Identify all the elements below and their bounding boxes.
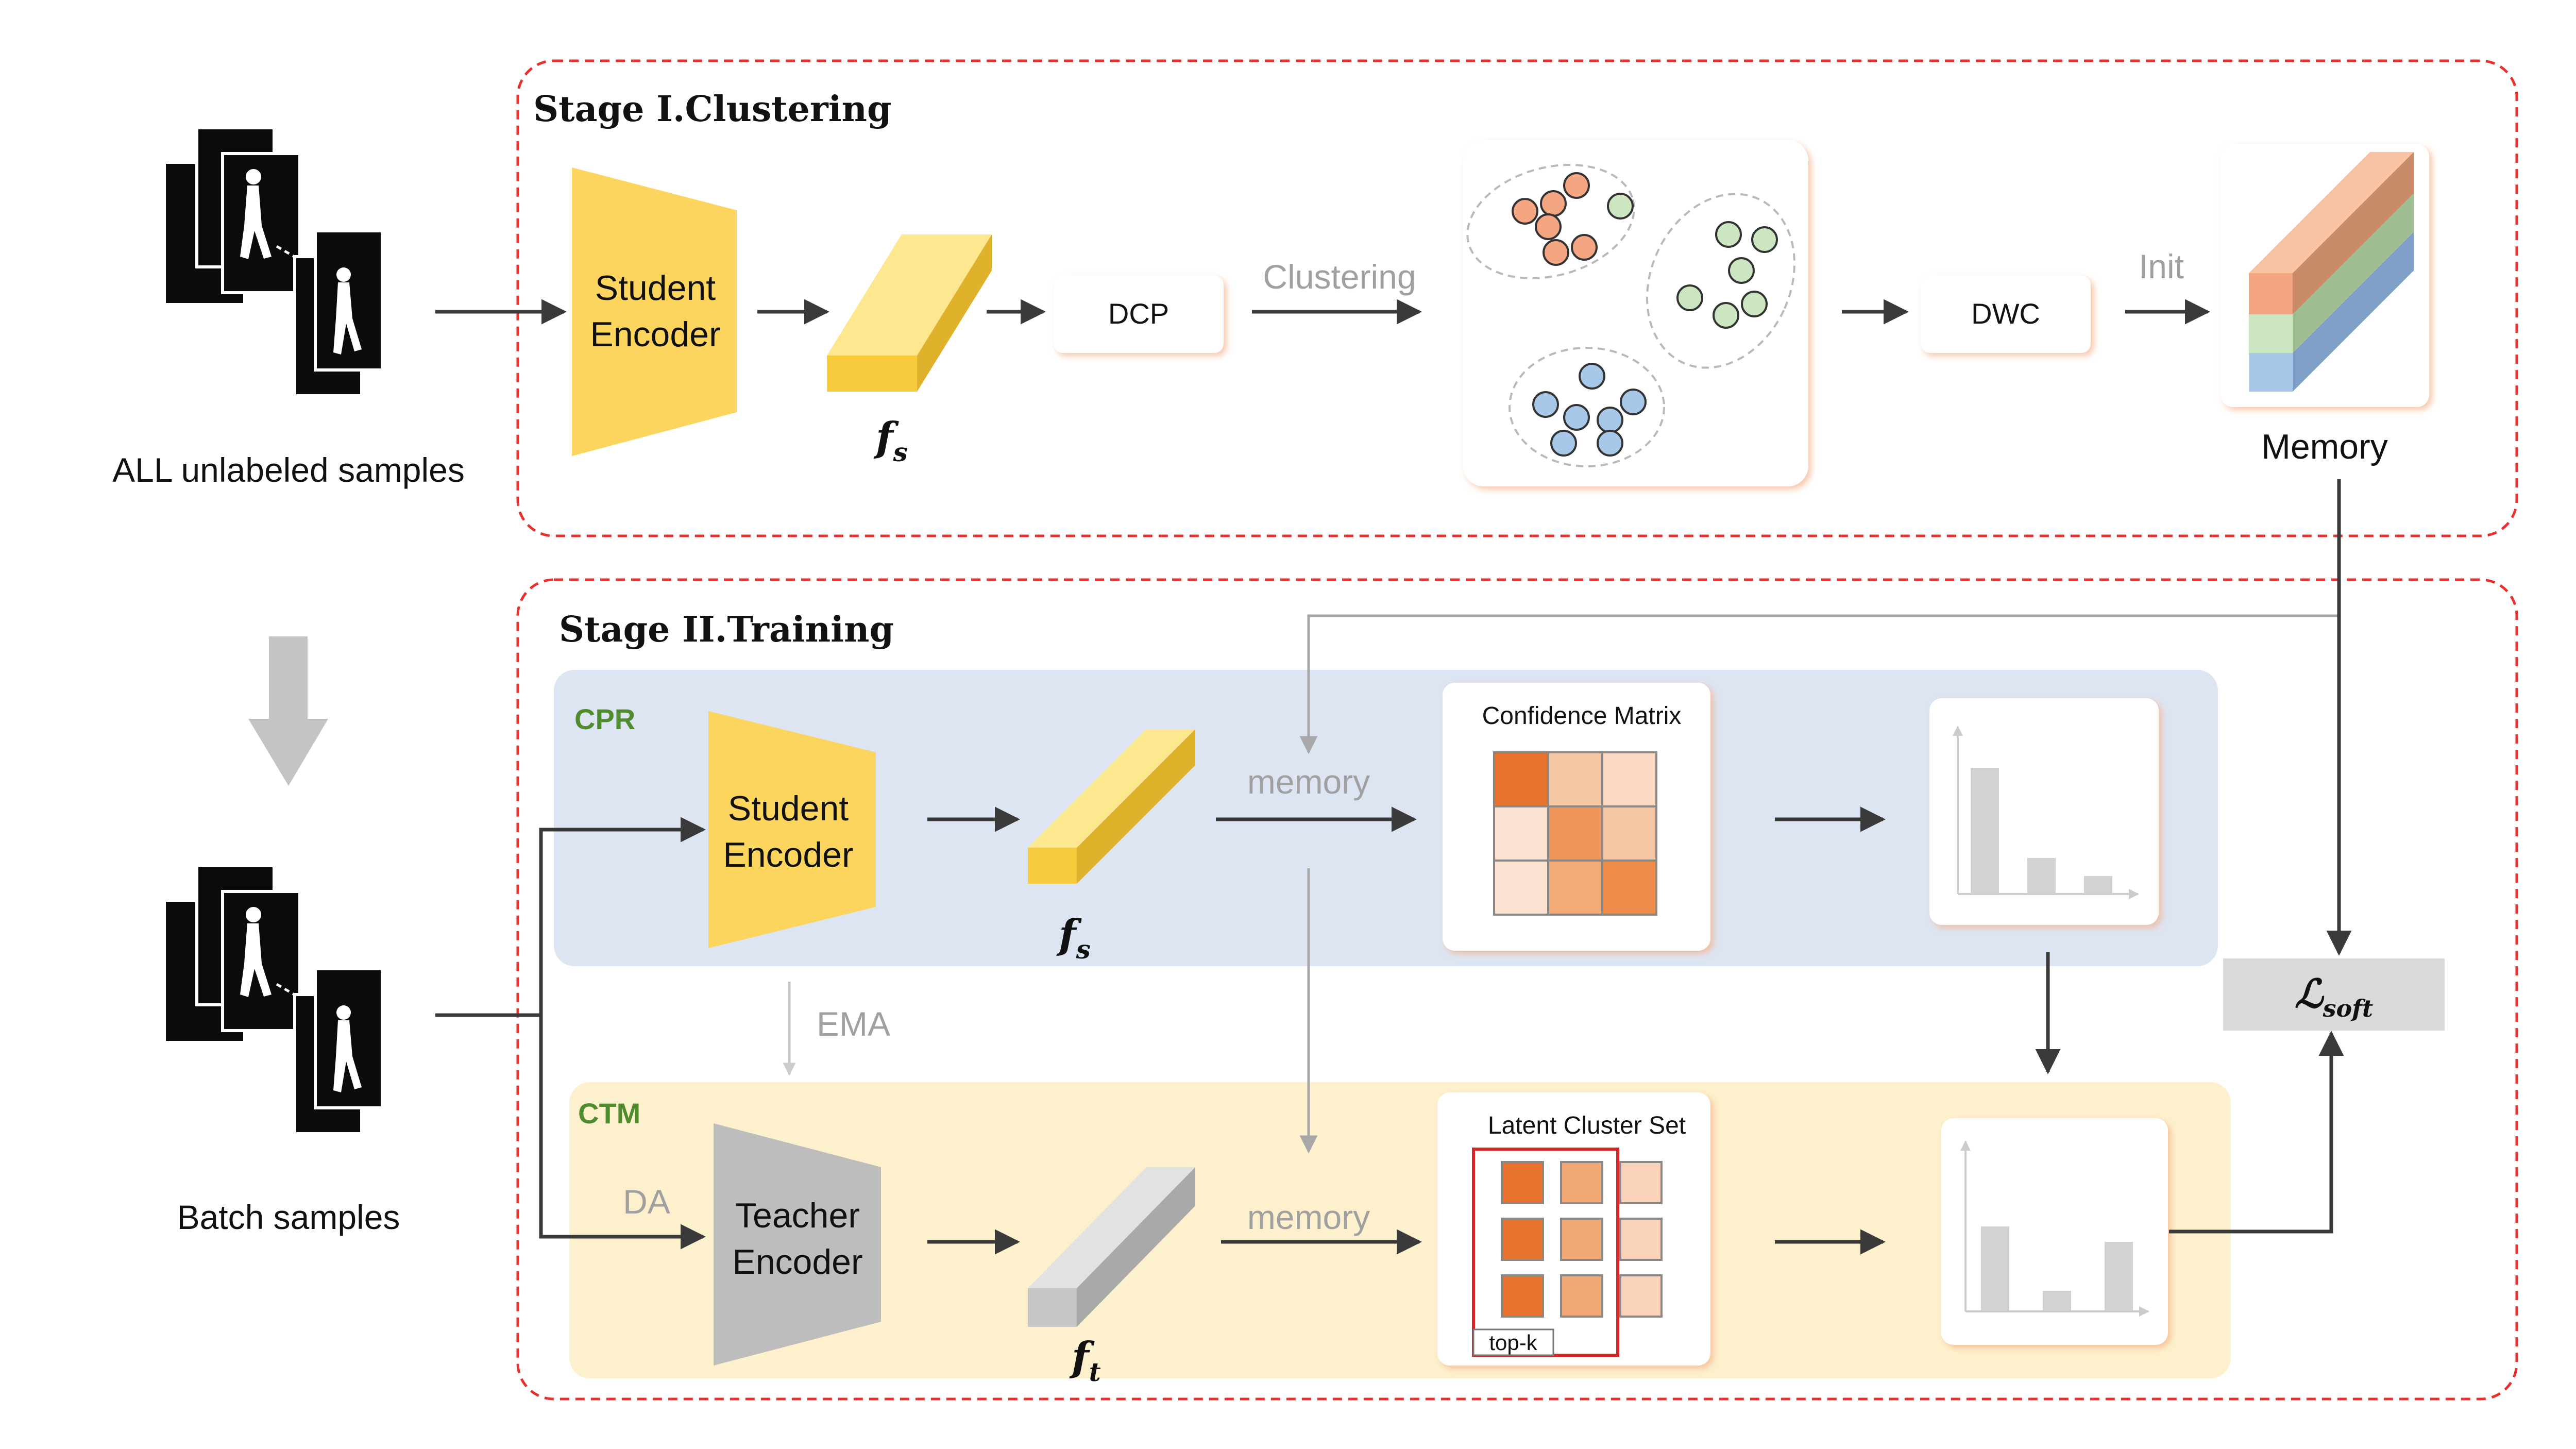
ctm-memory-label: memory bbox=[1247, 1198, 1370, 1236]
init-label: Init bbox=[2139, 247, 2184, 285]
stage1-title: Stage I.Clustering bbox=[533, 89, 892, 130]
topk-label: top-k bbox=[1489, 1330, 1537, 1355]
stage-transition-arrow bbox=[248, 636, 328, 786]
cpr-encoder-label-1: Student bbox=[728, 789, 849, 828]
stage1-student-encoder bbox=[572, 167, 737, 456]
teacher-encoder-label-2: Encoder bbox=[732, 1242, 862, 1282]
stage1-encoder-label-2: Encoder bbox=[590, 315, 720, 354]
latent-cluster-grid bbox=[1501, 1161, 1663, 1318]
clustering-label: Clustering bbox=[1263, 258, 1416, 296]
cpr-label: CPR bbox=[574, 703, 635, 735]
da-label: DA bbox=[623, 1183, 670, 1221]
dwc-label: DWC bbox=[1971, 297, 2040, 330]
batch-routing-lines bbox=[435, 817, 706, 1250]
memory-feedback-lines bbox=[1299, 479, 2352, 1154]
stage1-encoder-label-1: Student bbox=[595, 268, 716, 308]
cluster-blue bbox=[1509, 347, 1665, 467]
stage1-feature-symbol: fs bbox=[873, 414, 908, 467]
dcp-label: DCP bbox=[1108, 297, 1169, 330]
teacher-encoder bbox=[714, 1123, 881, 1366]
all-samples-silhouettes bbox=[166, 128, 382, 396]
all-samples-label: ALL unlabeled samples bbox=[112, 451, 465, 489]
loss-symbol: ℒsoft bbox=[2295, 971, 2373, 1022]
topk-tag bbox=[1472, 1328, 1554, 1356]
batch-samples-silhouettes bbox=[166, 866, 382, 1134]
arrow-ctm-dist-to-loss bbox=[2169, 1031, 2344, 1234]
cpr-encoder-label-2: Encoder bbox=[723, 835, 853, 874]
confidence-matrix-title: Confidence Matrix bbox=[1482, 702, 1682, 730]
dcp-box bbox=[1054, 276, 1224, 353]
stage2-border bbox=[516, 578, 2518, 1401]
dwc-box bbox=[1921, 276, 2091, 353]
ctm-label: CTM bbox=[578, 1097, 640, 1130]
memory-label: Memory bbox=[2261, 427, 2388, 466]
cpr-distribution-chart bbox=[1953, 726, 2139, 899]
ema-label: EMA bbox=[817, 1005, 890, 1043]
loss-box bbox=[2223, 958, 2445, 1031]
stage1-border bbox=[516, 59, 2518, 537]
cpr-feature-fs bbox=[1028, 729, 1195, 884]
cluster-green bbox=[1646, 193, 1795, 369]
cpr-student-encoder bbox=[708, 711, 876, 948]
ctm-feature-ft bbox=[1028, 1167, 1195, 1327]
cluster-orange bbox=[1466, 163, 1635, 280]
latent-cluster-set-title: Latent Cluster Set bbox=[1488, 1112, 1686, 1139]
confidence-matrix-grid bbox=[1493, 751, 1657, 916]
batch-samples-label: Batch samples bbox=[177, 1198, 400, 1236]
memory-bank bbox=[2249, 152, 2414, 392]
teacher-encoder-label-1: Teacher bbox=[735, 1196, 860, 1235]
ctm-distribution-chart bbox=[1960, 1140, 2149, 1317]
stage2-title: Stage II.Training bbox=[559, 609, 894, 650]
cpr-memory-label: memory bbox=[1247, 763, 1370, 801]
stage1-feature-fs bbox=[827, 234, 992, 392]
